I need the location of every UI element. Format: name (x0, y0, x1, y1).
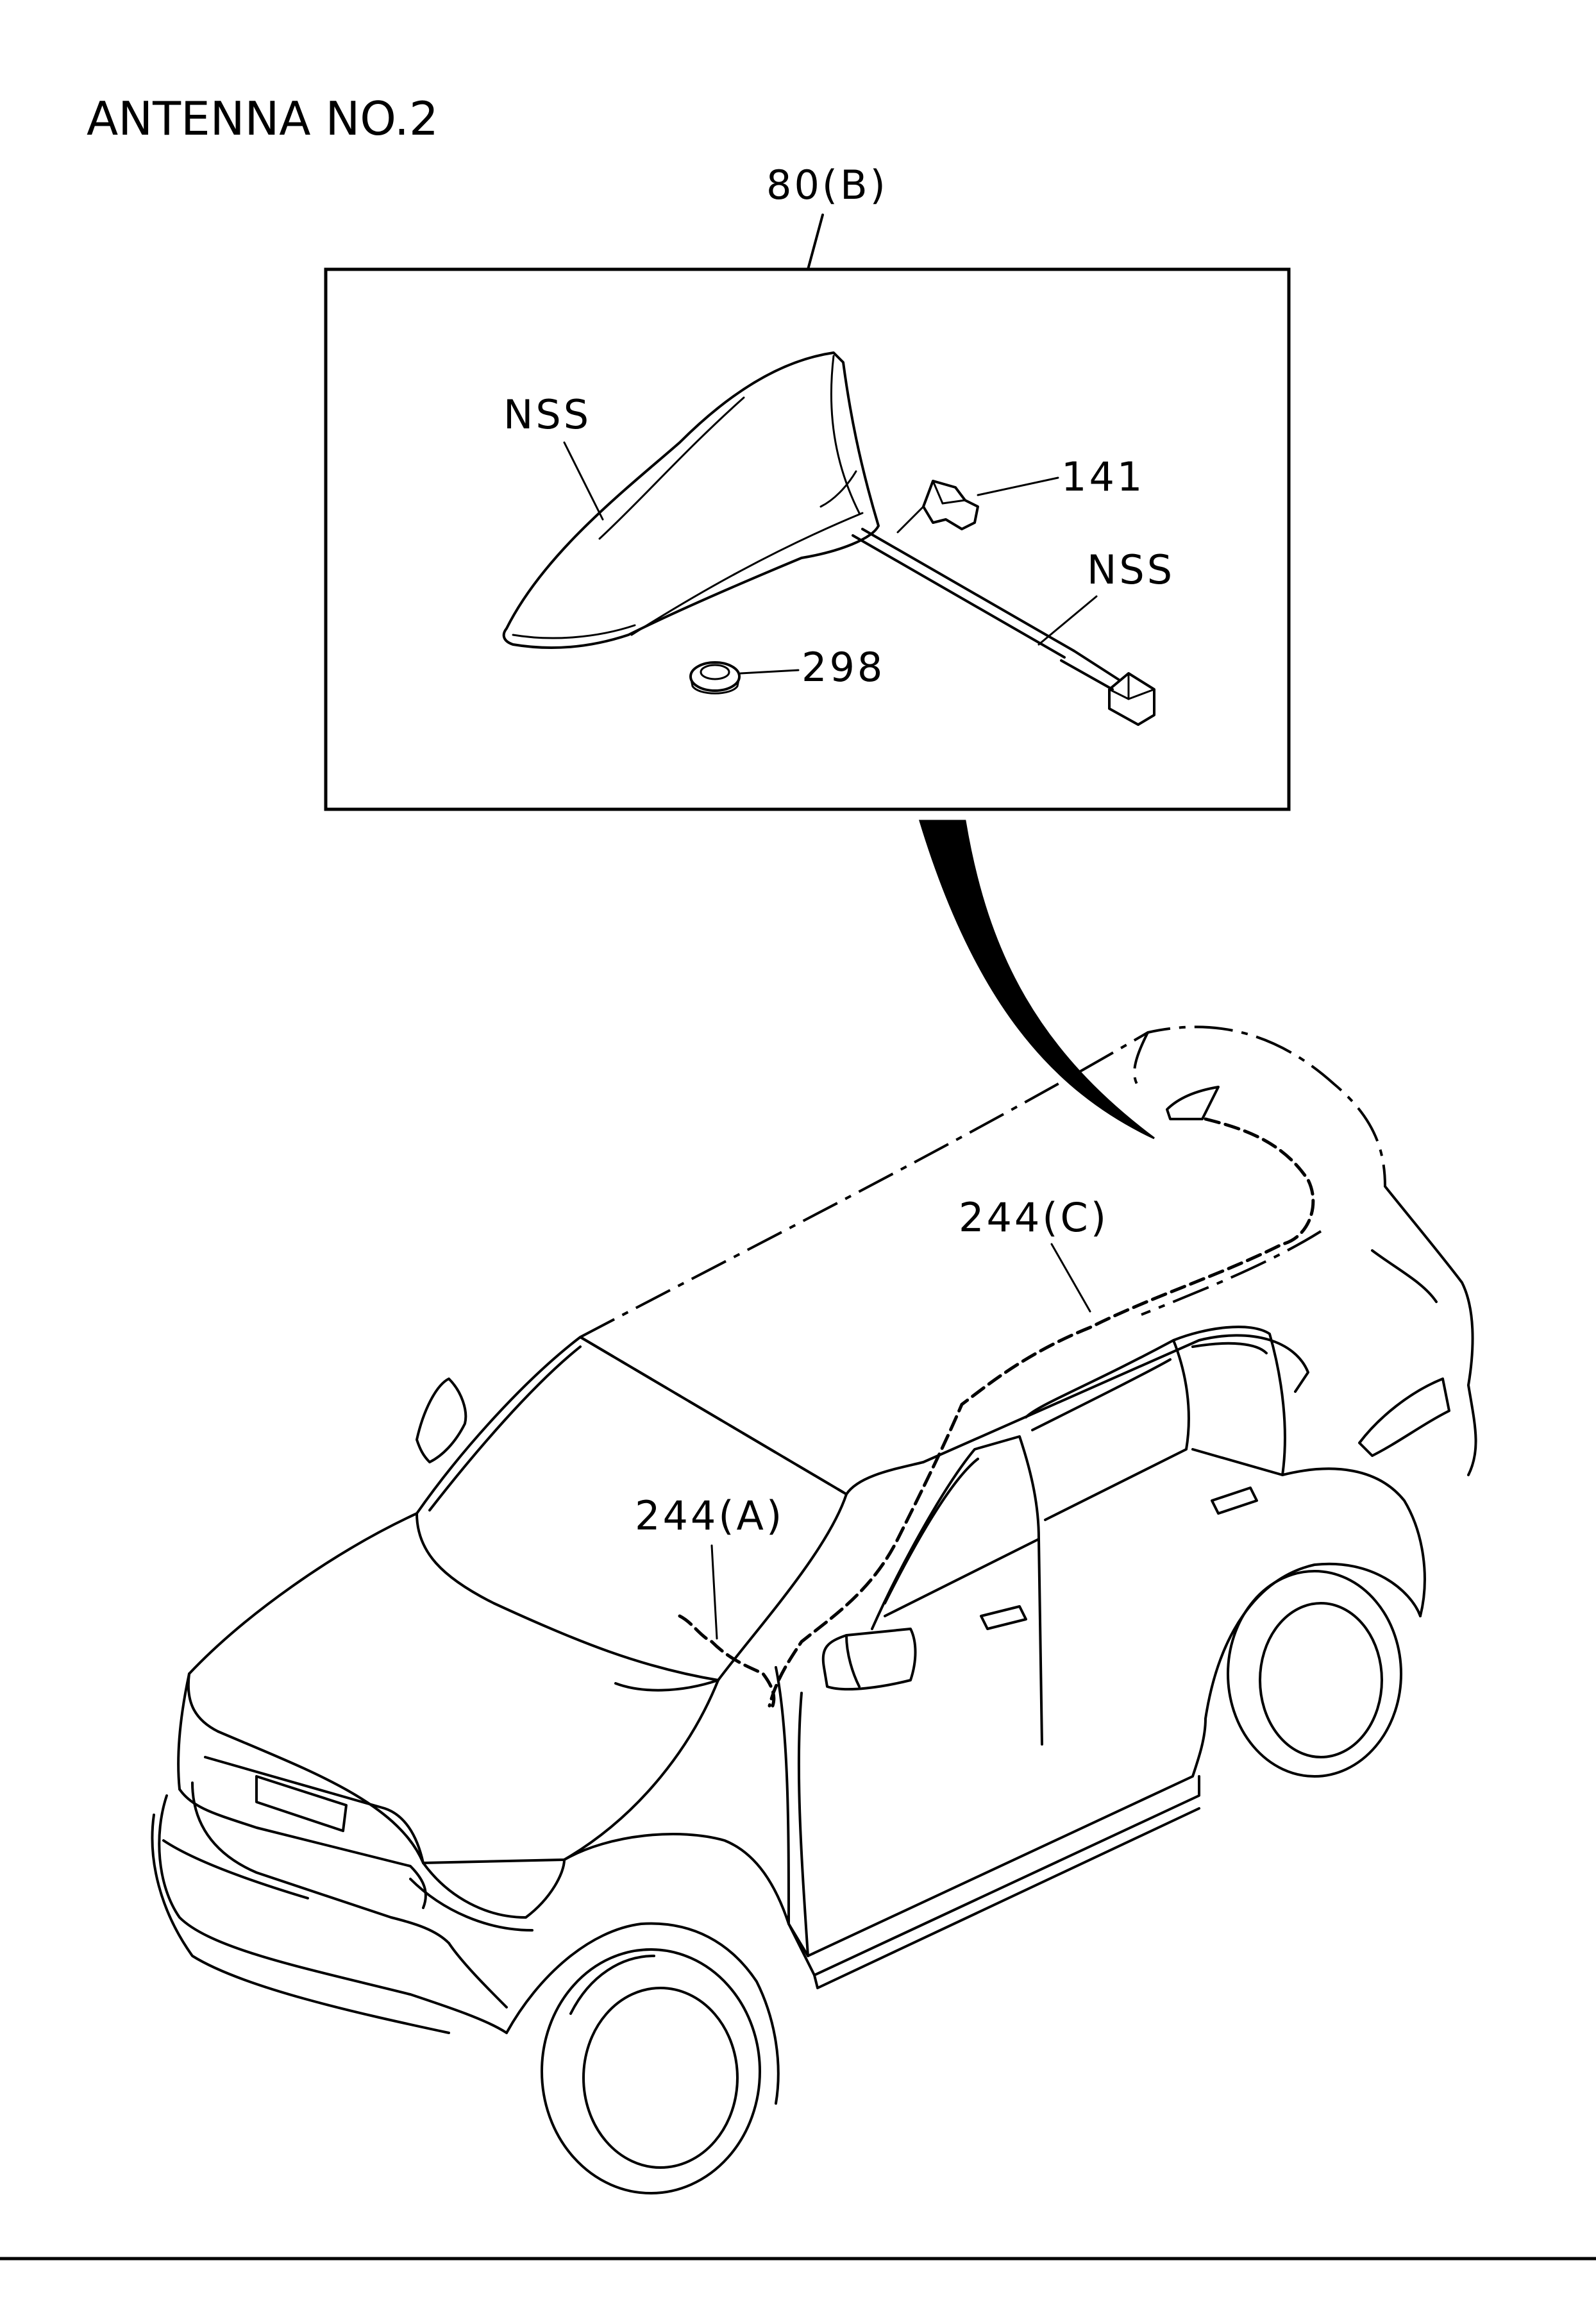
callout-cable-nss[interactable]: NSS (1087, 546, 1175, 593)
antenna-cable (852, 528, 1120, 691)
grommet-298 (689, 661, 741, 695)
leader-244a (710, 1544, 718, 1640)
shark-fin-antenna-icon[interactable] (502, 351, 880, 649)
harness-244a (678, 1614, 776, 1708)
detail-box (324, 267, 1291, 811)
leader-244c (1050, 1243, 1091, 1313)
callout-244a[interactable]: 244(A) (635, 1492, 784, 1539)
callout-141[interactable]: 141 (1061, 453, 1145, 500)
leader-antenna-nss (563, 441, 604, 521)
harness-244c (768, 1117, 1315, 1708)
cable-connector (1108, 672, 1155, 726)
leader-80b (807, 214, 824, 271)
leader-298 (739, 669, 800, 675)
leader-141 (977, 476, 1059, 496)
callout-244c[interactable]: 244(C) (959, 1194, 1109, 1241)
diagram-title: ANTENNA NO.2 (87, 92, 439, 146)
callout-80b[interactable]: 80(B) (766, 162, 888, 208)
callout-antenna-nss[interactable]: NSS (503, 391, 591, 438)
clip-141 (896, 480, 979, 534)
leader-cable-nss (1037, 595, 1098, 646)
suv-outline (151, 1025, 1477, 2194)
detail-pointer-arrow (918, 820, 1155, 1140)
callout-298[interactable]: 298 (802, 644, 885, 691)
